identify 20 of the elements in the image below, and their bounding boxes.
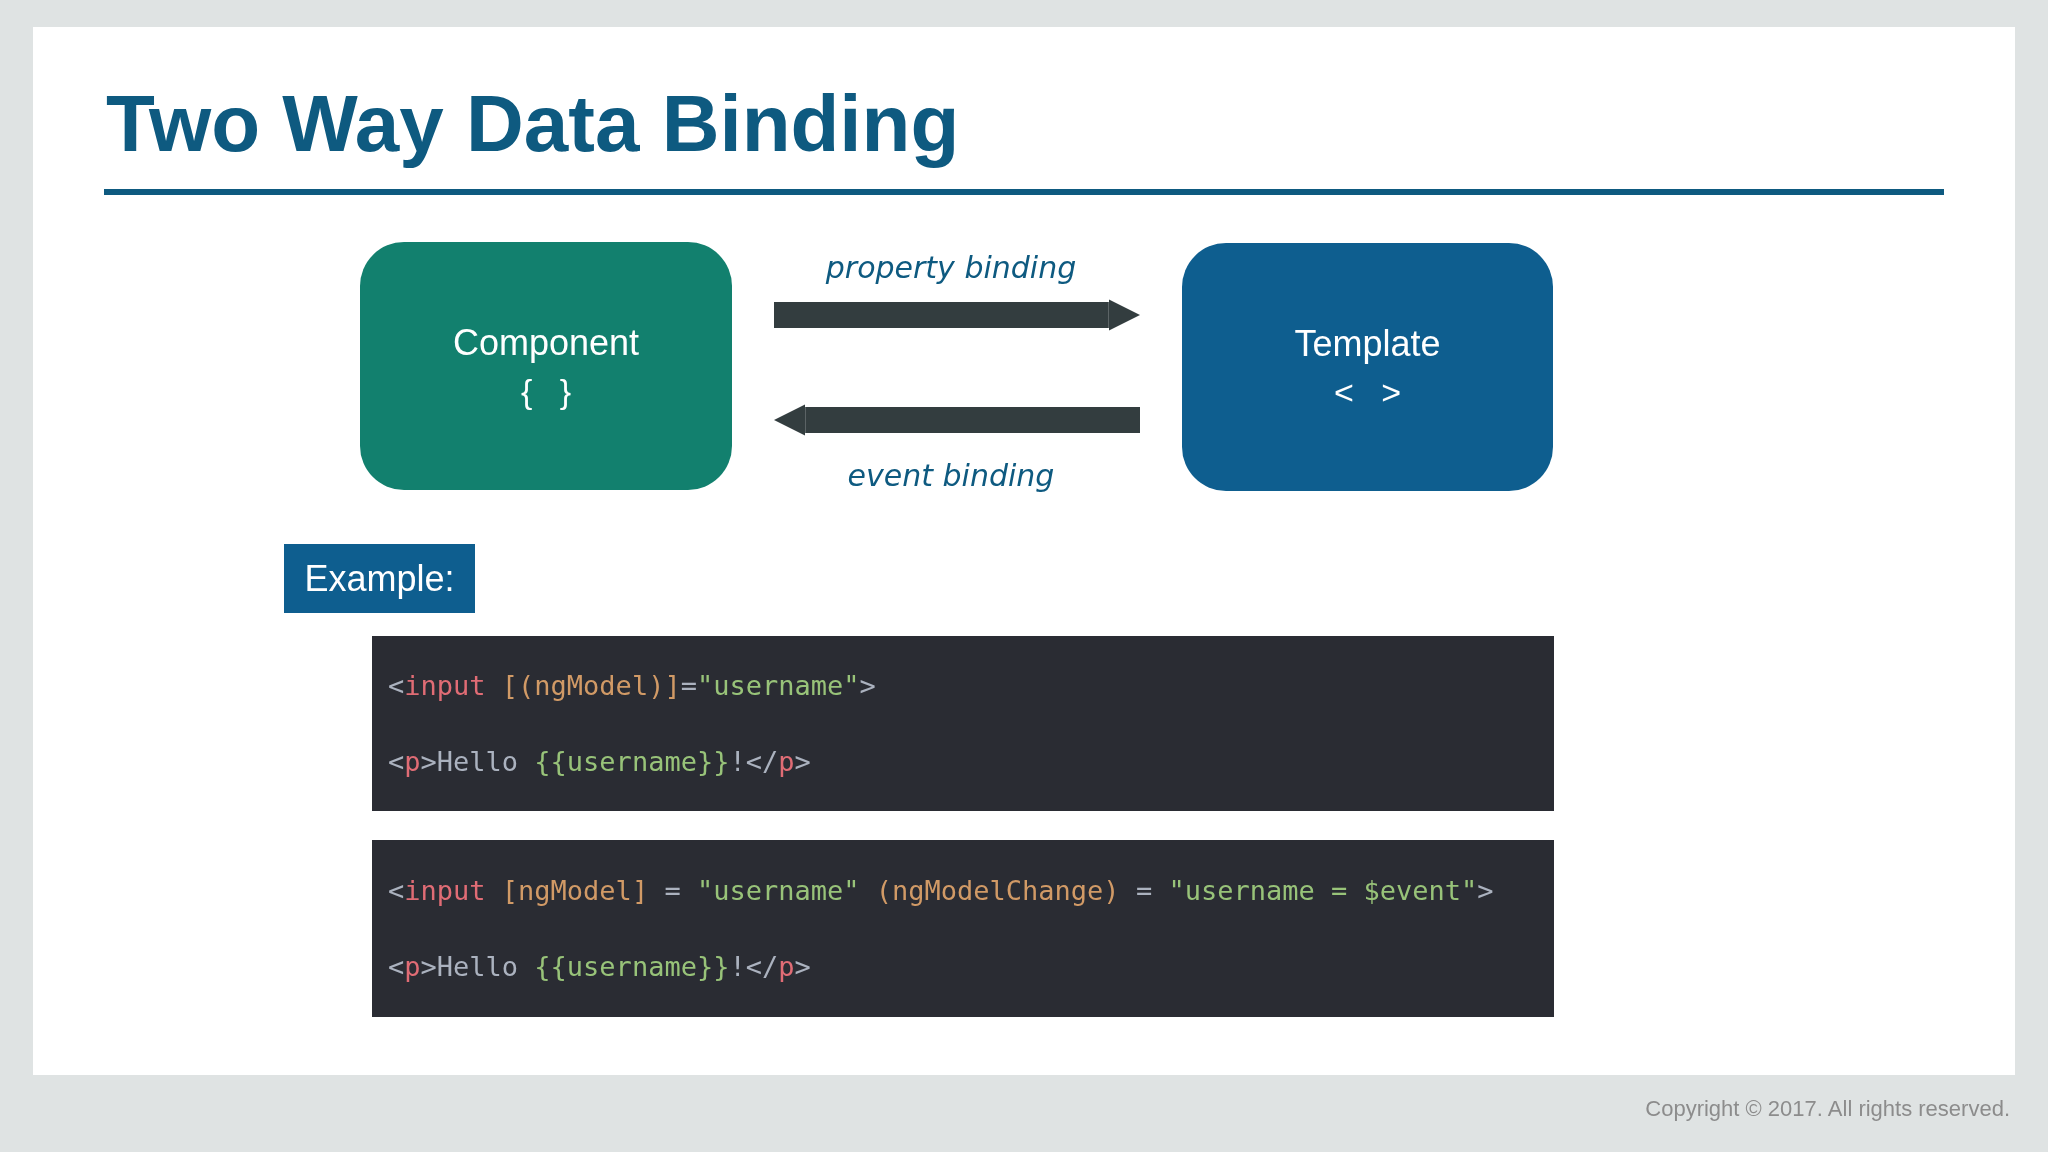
title: Two Way Data Binding — [106, 78, 960, 170]
copyright-text: Copyright © 2017. All rights reserved. — [1645, 1096, 2010, 1122]
arrow — [774, 404, 1140, 436]
symbol-text: < > — [1333, 372, 1402, 412]
code-line: <input [ngModel] = "username" (ngModelChange) = "username = $event"> — [388, 874, 1495, 906]
code-line: <p>Hello {{username}}!</p> — [388, 951, 812, 983]
edge-label: event binding — [847, 458, 1055, 493]
box-title: Component — [452, 321, 640, 364]
rounded-box — [360, 242, 732, 490]
arrow — [774, 299, 1140, 331]
code-block — [372, 636, 1554, 811]
edge-label: property binding — [825, 250, 1077, 285]
box-title: Template — [1294, 322, 1441, 365]
symbol-text: { } — [520, 371, 572, 411]
code-block — [372, 840, 1554, 1017]
rounded-box — [1182, 243, 1553, 491]
tag-text: Example: — [304, 557, 455, 600]
code-line: <p>Hello {{username}}!</p> — [388, 745, 812, 777]
example-tag — [284, 544, 475, 613]
code-line: <input [(ngModel)]="username"> — [388, 670, 877, 702]
